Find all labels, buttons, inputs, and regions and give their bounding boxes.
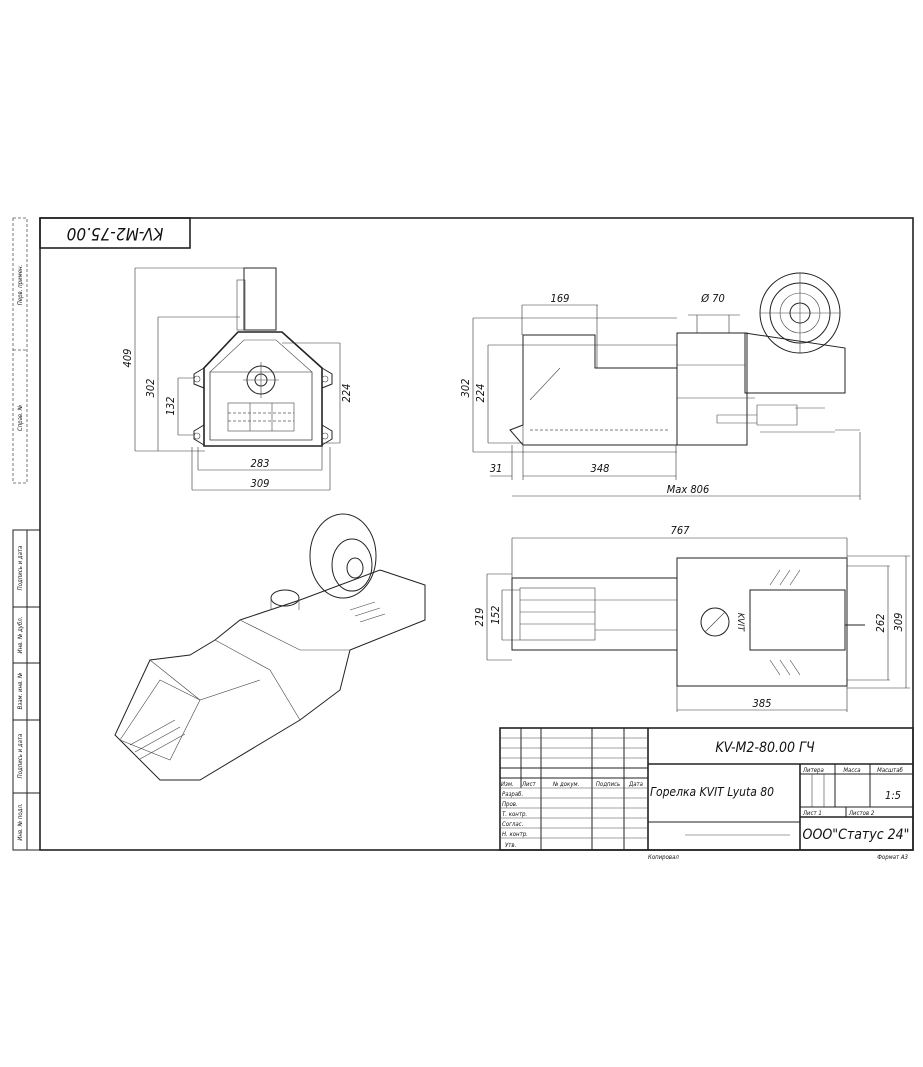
dim-label: 385 <box>753 697 772 710</box>
role-label: Пров. <box>502 801 518 808</box>
dim-label: 169 <box>551 292 570 305</box>
dim-label: Max 806 <box>667 483 710 496</box>
header-label: Подпись <box>596 781 620 788</box>
sheet-label: Лист 1 <box>802 810 822 817</box>
header-label: № докум. <box>552 781 580 788</box>
margin-label: Справ. № <box>17 404 24 431</box>
role-label: Т. контр. <box>502 811 527 818</box>
margin-label: Перв. примен. <box>17 265 24 306</box>
isometric-view <box>114 513 426 781</box>
dim-label: 348 <box>591 462 610 475</box>
side-view: 169 Ø 70 302 224 31 348 Max 806 <box>459 272 861 500</box>
dim-label: 309 <box>892 613 905 632</box>
company-name: ООО"Статус 24" <box>803 827 910 843</box>
dim-label: 152 <box>489 606 502 625</box>
margin-label: Подпись и дата <box>17 734 24 779</box>
dim-label: 31 <box>490 462 503 475</box>
dim-label: 767 <box>671 524 691 537</box>
dim-label: 302 <box>459 379 472 398</box>
stamp-code: KV-M2-75.00 <box>67 223 164 243</box>
dim-label: 219 <box>473 608 486 627</box>
scale-label: Масштаб <box>877 767 903 774</box>
dim-label: 262 <box>874 614 887 633</box>
header-label: Дата <box>628 781 643 788</box>
title-block: Изм. Лист № докум. Подпись Дата Разраб. … <box>499 727 914 861</box>
stamp-box: KV-M2-75.00 <box>39 217 191 249</box>
dim-label: 132 <box>164 397 177 416</box>
litera-label: Литера <box>802 767 824 774</box>
left-margin: Перв. примен. Справ. № Подпись и дата Ин… <box>12 217 41 851</box>
dim-label: 409 <box>121 349 134 368</box>
mass-label: Масса <box>843 767 860 774</box>
margin-label: Инв. № подл. <box>17 803 24 840</box>
dim-label: 283 <box>251 457 270 470</box>
kvit-logo: KVIT <box>735 613 745 632</box>
top-view: KVIT 767 219 152 262 309 385 <box>473 524 910 712</box>
header-label: Изм. <box>501 781 514 788</box>
role-label: Н. контр. <box>502 831 528 838</box>
margin-label: Взам. инв. № <box>17 672 24 709</box>
scale-value: 1:5 <box>885 789 901 802</box>
header-label: Лист <box>521 781 537 788</box>
dim-label: Ø 70 <box>700 292 725 305</box>
dim-label: 309 <box>251 477 270 490</box>
margin-label: Инв. № дубл. <box>17 617 24 654</box>
sheets-label: Листов 2 <box>848 810 875 817</box>
dim-label: 224 <box>474 384 487 403</box>
role-label: Разраб. <box>502 791 523 798</box>
dim-label: 224 <box>340 384 353 403</box>
role-label: Соглас. <box>502 821 523 828</box>
format-label: Формат А3 <box>877 854 908 861</box>
role-label: Утв. <box>505 842 516 849</box>
copied-label: Копировал <box>648 854 679 861</box>
designation: KV-M2-80.00 ГЧ <box>715 740 815 756</box>
margin-label: Подпись и дата <box>17 546 24 591</box>
front-view: 409 302 132 224 283 309 <box>121 267 353 491</box>
product-name: Горелка KVIT Lyuta 80 <box>650 785 774 799</box>
dim-label: 302 <box>144 379 157 398</box>
